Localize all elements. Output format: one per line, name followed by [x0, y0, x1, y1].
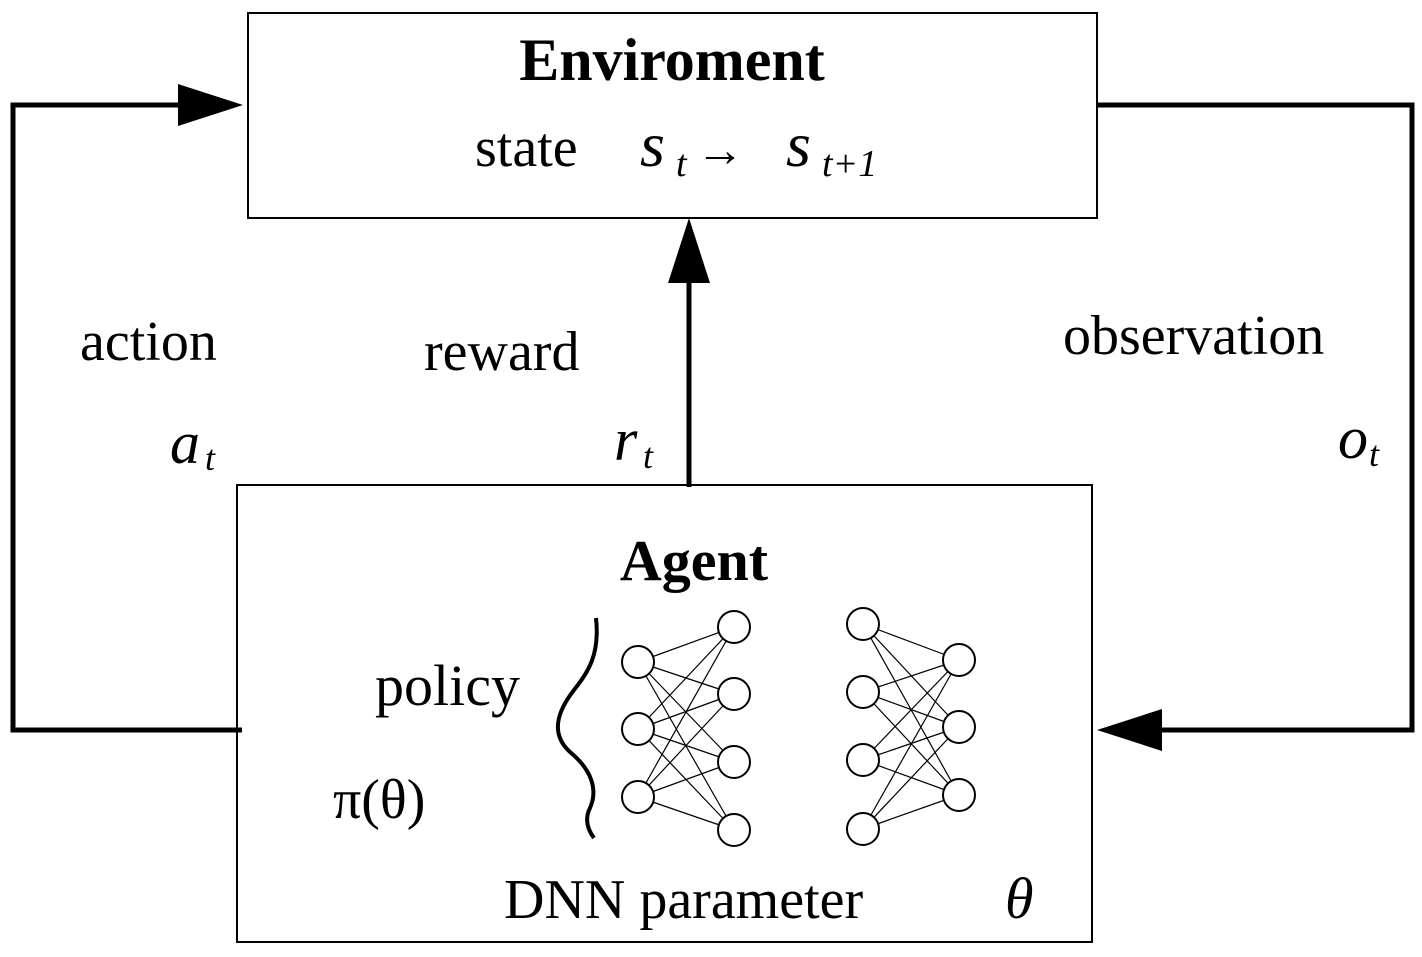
left-network: [621, 610, 751, 847]
network-edge: [637, 626, 735, 798]
state-s-next-subscript: t+1: [822, 143, 877, 185]
network-edge: [637, 626, 735, 730]
network-node: [942, 778, 976, 812]
network-node: [717, 813, 751, 847]
agent-title: Agent: [620, 528, 769, 593]
network-node: [621, 712, 655, 746]
state-s-t-subscript: t: [676, 143, 688, 185]
reward-subscript: t: [643, 436, 654, 476]
network-node: [846, 812, 880, 846]
observation-subscript: t: [1369, 434, 1380, 474]
network-node: [717, 677, 751, 711]
action-label: action: [80, 311, 217, 373]
environment-title: Enviroment: [519, 27, 825, 93]
observation-label: observation: [1063, 305, 1324, 367]
right-network: [846, 607, 976, 846]
network-node: [846, 743, 880, 777]
observation-arrowhead: [1097, 709, 1162, 751]
network-edge: [637, 626, 735, 663]
network-node: [717, 745, 751, 779]
reward-arrowhead: [668, 218, 710, 283]
reward-symbol: r: [614, 407, 638, 473]
observation-symbol: o: [1338, 405, 1368, 471]
network-node: [717, 610, 751, 644]
reward-label: reward: [424, 321, 579, 383]
network-node: [621, 780, 655, 814]
observation-arrow-line: [1097, 102, 1415, 733]
action-arrow-line: [10, 102, 242, 733]
network-node: [942, 710, 976, 744]
network-edge: [862, 726, 960, 830]
environment-box: [247, 12, 1098, 219]
network-edge: [637, 761, 735, 798]
network-edge: [862, 623, 960, 661]
state-s-next: s: [786, 109, 811, 180]
action-arrowhead: [178, 84, 243, 126]
dnn-theta: θ: [1005, 866, 1034, 931]
network-node: [846, 675, 880, 709]
state-label: state: [475, 117, 578, 179]
action-symbol: a: [170, 410, 200, 476]
policy-label: policy: [375, 653, 520, 718]
dnn-label: DNN parameter: [504, 869, 864, 931]
network-edge: [637, 693, 735, 798]
policy-brace: [556, 617, 599, 840]
policy-symbol: π(θ): [333, 769, 425, 831]
network-edge: [862, 659, 960, 761]
network-node: [942, 643, 976, 677]
state-s-t: s: [640, 109, 665, 180]
network-edge: [862, 659, 960, 830]
network-node: [846, 607, 880, 641]
action-subscript: t: [205, 438, 216, 478]
state-arrow: →: [696, 124, 744, 177]
network-node: [621, 645, 655, 679]
